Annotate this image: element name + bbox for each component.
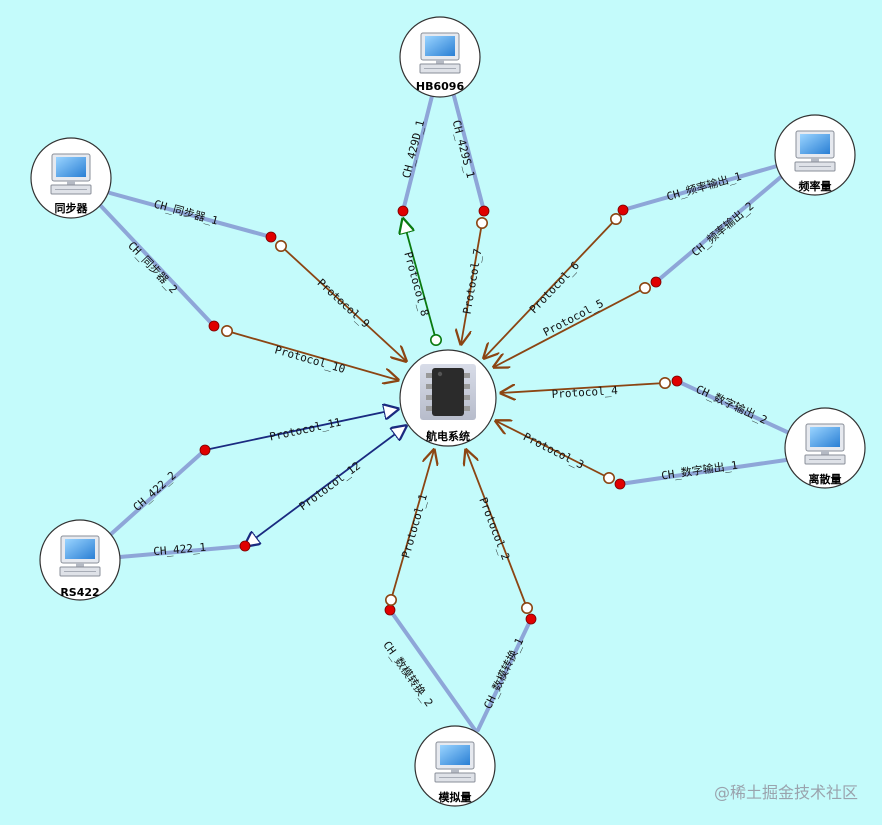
channel-label: CH_同步器_1 [152, 198, 219, 228]
channel-label: CH_数模转换_1 [480, 635, 526, 711]
computer-icon [804, 423, 846, 465]
protocol-label: Protocol_10 [273, 343, 347, 376]
channel-edges [98, 94, 789, 732]
protocol-label: Protocol_5 [541, 297, 606, 339]
node-analog[interactable]: 模拟量 [414, 725, 496, 807]
protocol-edge[interactable] [245, 426, 406, 546]
protocol-edges [204, 218, 666, 609]
channel-label: CH_同步器_2 [125, 239, 180, 296]
port-endpoint[interactable] [658, 376, 671, 389]
channel-edge[interactable] [675, 379, 789, 434]
computer-icon [50, 153, 92, 195]
port-connector[interactable] [397, 205, 409, 217]
channel-label: CH_数字输出_2 [694, 382, 770, 427]
node-center-label: 航电系统 [426, 429, 470, 443]
port-connector[interactable] [614, 478, 626, 490]
channel-label: CH_数字输出_1 [660, 458, 738, 483]
computer-icon [794, 130, 836, 172]
channel-label: CH_数模转换_2 [380, 638, 436, 709]
protocol-edge[interactable] [501, 382, 666, 393]
node-rs422[interactable]: RS422 [39, 519, 121, 601]
channel-edge[interactable] [476, 617, 533, 732]
node-rs422-label: RS422 [60, 586, 99, 599]
port-endpoint[interactable] [429, 333, 442, 346]
protocol-label: Protocol_2 [476, 496, 512, 562]
node-hb6096-label: HB6096 [416, 80, 465, 93]
node-analog-label: 模拟量 [439, 790, 472, 804]
protocol-label: Protocol_11 [268, 416, 342, 444]
channel-edge[interactable] [118, 544, 247, 559]
channel-edge[interactable] [654, 174, 784, 284]
channel-edge[interactable] [621, 164, 779, 212]
computer-icon [434, 741, 476, 783]
node-center[interactable]: 航电系统 [399, 349, 497, 447]
port-connector[interactable] [671, 375, 683, 387]
channel-label: CH_429S_1 [450, 119, 478, 180]
channel-edge[interactable] [108, 448, 207, 537]
port-connector[interactable] [384, 604, 396, 616]
port-endpoint[interactable] [384, 593, 397, 606]
channel-label: CH_频率输出_1 [665, 169, 743, 204]
port-connector[interactable] [650, 276, 662, 288]
node-sync-label: 同步器 [55, 201, 89, 215]
computer-icon [419, 32, 461, 74]
port-connector[interactable] [617, 204, 629, 216]
port-endpoint[interactable] [221, 324, 234, 337]
port-endpoint[interactable] [609, 213, 622, 226]
channel-label: CH_422_2 [131, 469, 179, 514]
port-endpoint[interactable] [520, 601, 533, 614]
protocol-label: Protocol_3 [521, 430, 586, 471]
protocol-edge[interactable] [390, 450, 434, 601]
channel-label: CH_频率输出_2 [688, 199, 756, 259]
channel-label: CH_422_1 [153, 541, 207, 559]
port-connector[interactable] [208, 320, 220, 332]
port-connector[interactable] [265, 231, 277, 243]
chip-icon [420, 364, 476, 420]
node-discrete[interactable]: 离散量 [784, 407, 866, 489]
protocol-edge[interactable] [484, 218, 617, 358]
port-connector[interactable] [199, 444, 211, 456]
protocol-edge[interactable] [494, 287, 646, 367]
channel-edge[interactable] [401, 94, 434, 213]
node-sync[interactable]: 同步器 [30, 137, 112, 219]
protocol-label: Protocol_4 [551, 384, 618, 401]
channel-edge[interactable] [388, 608, 477, 732]
port-connector[interactable] [525, 613, 537, 625]
port-connector[interactable] [478, 205, 490, 217]
port-endpoint[interactable] [475, 217, 488, 230]
protocol-label: Protocol_9 [315, 276, 373, 330]
protocol-label: Protocol_6 [527, 259, 582, 316]
protocol-edge[interactable] [461, 222, 483, 344]
port-endpoint[interactable] [638, 281, 651, 294]
node-freq[interactable]: 频率量 [774, 114, 856, 196]
computer-icon [59, 535, 101, 577]
protocol-edge[interactable] [496, 421, 610, 479]
node-freq-label: 频率量 [799, 179, 832, 193]
port-endpoint[interactable] [602, 471, 615, 484]
node-hb6096[interactable]: HB6096 [399, 16, 481, 98]
protocol-edge[interactable] [226, 330, 398, 380]
protocol-edge[interactable] [403, 219, 437, 341]
protocol-label: Protocol_7 [461, 248, 485, 315]
port-connector[interactable] [239, 540, 251, 552]
protocol-label: Protocol_12 [297, 459, 363, 513]
watermark: @稀土掘金技术社区 [714, 783, 858, 802]
protocol-edge[interactable] [466, 450, 528, 609]
ports [199, 204, 683, 625]
node-discrete-label: 离散量 [809, 472, 842, 486]
channel-edge[interactable] [452, 94, 486, 213]
protocol-label: Protocol_1 [399, 492, 430, 559]
protocol-label: Protocol_8 [401, 250, 431, 317]
channel-label: CH_429D_1 [400, 119, 427, 180]
protocol-edge[interactable] [280, 245, 406, 361]
port-endpoint[interactable] [274, 240, 287, 253]
channel-edge[interactable] [98, 203, 216, 328]
channel-edge[interactable] [108, 191, 273, 239]
channel-edge[interactable] [618, 458, 788, 486]
